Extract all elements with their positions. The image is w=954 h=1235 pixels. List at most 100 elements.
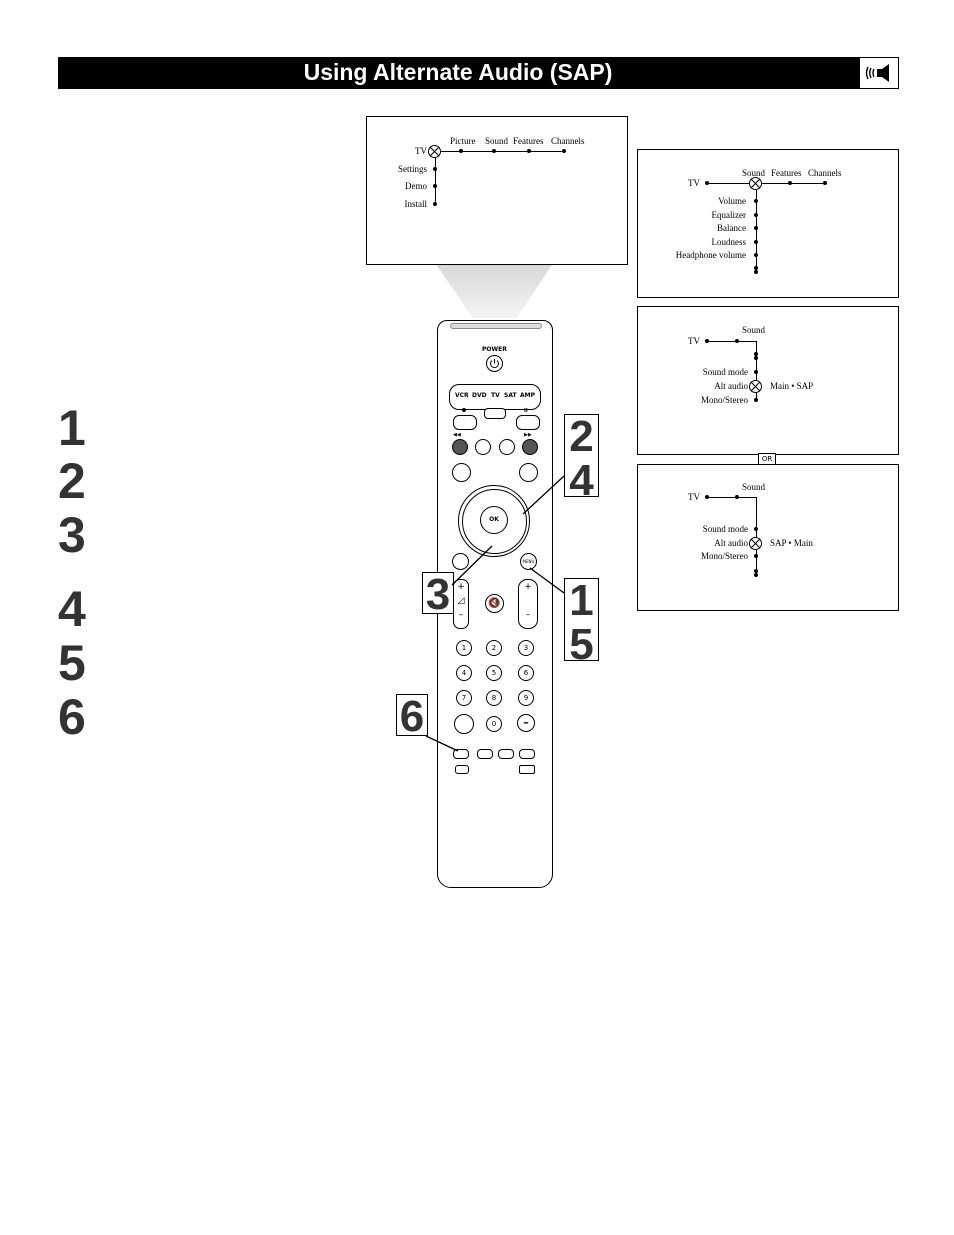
or-label: OR bbox=[758, 453, 776, 466]
program-rocker[interactable]: +– bbox=[518, 579, 538, 629]
source-dvd[interactable]: DVD bbox=[472, 392, 487, 399]
step-number: 2 bbox=[58, 453, 86, 509]
digit-0-button[interactable]: 0 bbox=[486, 716, 502, 732]
rewind-button[interactable] bbox=[452, 439, 468, 455]
callout-digit: 5 bbox=[569, 620, 594, 669]
stop-button[interactable] bbox=[475, 439, 491, 455]
menu-header-sound: Sound bbox=[742, 482, 766, 492]
record-button[interactable] bbox=[453, 415, 477, 430]
tv-menu-screen-alt-audio-main: Sound TV Sound mode Alt audio Main • SAP… bbox=[637, 306, 899, 455]
menu-root-tv: TV bbox=[688, 492, 700, 502]
menu-item-mono-stereo: Mono/Stereo bbox=[701, 551, 748, 561]
digit-2-button[interactable]: 2 bbox=[486, 640, 502, 656]
menu-cursor-icon bbox=[749, 177, 762, 190]
tv-menu-screen-main: Picture Sound Features Channels TV Setti… bbox=[366, 116, 628, 265]
color-key-red[interactable] bbox=[453, 749, 469, 759]
menu-item-features: Features bbox=[771, 168, 802, 178]
menu-item-alt-audio: Alt audio bbox=[714, 538, 748, 548]
menu-root-tv: TV bbox=[415, 146, 427, 156]
step-number: 1 bbox=[58, 400, 86, 456]
pause-button[interactable] bbox=[516, 415, 540, 430]
callout-digit: 4 bbox=[569, 456, 594, 505]
navigation-inner-ring bbox=[462, 489, 527, 554]
step-number: 5 bbox=[58, 635, 86, 691]
digit-7-button[interactable]: 7 bbox=[456, 690, 472, 706]
menu-item-demo: Demo bbox=[405, 181, 427, 191]
navigation-ring[interactable] bbox=[458, 485, 530, 557]
remote-beam bbox=[435, 263, 553, 318]
section-header-bar: Using Alternate Audio (SAP) bbox=[58, 57, 899, 89]
menu-root-tv: TV bbox=[688, 336, 700, 346]
menu-item-sound-mode: Sound mode bbox=[702, 524, 748, 534]
callout-digit: 2 bbox=[569, 412, 594, 461]
round-button-bottom-left[interactable] bbox=[454, 714, 474, 734]
screen-format-button[interactable] bbox=[519, 765, 535, 774]
rewind-icon: ◀◀ bbox=[453, 432, 461, 438]
source-amp[interactable]: AMP bbox=[520, 392, 536, 399]
digit-1-button[interactable]: 1 bbox=[456, 640, 472, 656]
source-sat[interactable]: SAT bbox=[504, 392, 517, 399]
callout-step-6: 6 bbox=[396, 692, 428, 741]
dash-button[interactable]: – bbox=[517, 714, 535, 732]
power-button[interactable] bbox=[486, 355, 503, 372]
ir-window bbox=[450, 323, 542, 329]
menu-header-sound: Sound bbox=[742, 325, 766, 335]
digit-6-button[interactable]: 6 bbox=[518, 665, 534, 681]
callout-digit: 6 bbox=[399, 692, 425, 741]
remote-control: POWER VCR DVD TV SAT AMP II ◀◀ ▶▶ OK MEN… bbox=[437, 320, 553, 888]
mute-button[interactable]: 🔇 bbox=[485, 594, 504, 613]
menu-button[interactable]: MENU bbox=[520, 553, 537, 570]
info-button[interactable] bbox=[455, 765, 469, 774]
round-button-lower-left[interactable] bbox=[452, 553, 469, 570]
menu-cursor-icon bbox=[749, 380, 762, 393]
callout-digit: 3 bbox=[425, 570, 451, 619]
step-number: 3 bbox=[58, 507, 86, 563]
record-icon bbox=[462, 408, 466, 412]
menu-item-settings: Settings bbox=[397, 164, 427, 174]
digit-8-button[interactable]: 8 bbox=[486, 690, 502, 706]
callout-step-3: 3 bbox=[422, 570, 454, 619]
digit-9-button[interactable]: 9 bbox=[518, 690, 534, 706]
menu-item-alt-audio: Alt audio bbox=[714, 381, 748, 391]
power-icon bbox=[490, 359, 499, 369]
source-vcr[interactable]: VCR bbox=[455, 392, 469, 399]
menu-item-picture: Picture bbox=[450, 136, 476, 146]
color-key-blue[interactable] bbox=[519, 749, 535, 759]
select-button[interactable] bbox=[484, 408, 506, 419]
digit-4-button[interactable]: 4 bbox=[456, 665, 472, 681]
volume-rocker[interactable]: +◿– bbox=[453, 579, 469, 629]
play-button[interactable] bbox=[499, 439, 515, 455]
color-key-green[interactable] bbox=[477, 749, 493, 759]
menu-item-mono-stereo: Mono/Stereo bbox=[701, 395, 748, 405]
menu-item-equalizer: Equalizer bbox=[711, 210, 746, 220]
ok-button[interactable]: OK bbox=[480, 506, 508, 534]
fast-forward-icon: ▶▶ bbox=[524, 432, 532, 438]
digit-3-button[interactable]: 3 bbox=[518, 640, 534, 656]
menu-item-volume: Volume bbox=[718, 196, 746, 206]
menu-root-tv: TV bbox=[688, 178, 700, 188]
speaker-sound-icon bbox=[860, 58, 898, 88]
step-number: 6 bbox=[58, 689, 86, 745]
page-title: Using Alternate Audio (SAP) bbox=[303, 59, 613, 85]
menu-item-sound: Sound bbox=[485, 136, 509, 146]
power-label: POWER bbox=[482, 346, 507, 353]
menu-item-sound: Sound bbox=[742, 168, 766, 178]
menu-item-install: Install bbox=[404, 199, 428, 209]
source-tv[interactable]: TV bbox=[491, 392, 500, 399]
menu-item-channels: Channels bbox=[808, 168, 842, 178]
color-key-yellow[interactable] bbox=[498, 749, 514, 759]
round-button-right[interactable] bbox=[519, 463, 538, 482]
fast-forward-button[interactable] bbox=[522, 439, 538, 455]
menu-cursor-icon bbox=[428, 145, 441, 158]
alt-audio-value: Main • SAP bbox=[770, 381, 814, 391]
round-button-left[interactable] bbox=[452, 463, 471, 482]
step-number: 4 bbox=[58, 581, 86, 637]
menu-item-loudness: Loudness bbox=[711, 237, 747, 247]
menu-item-features: Features bbox=[513, 136, 544, 146]
callout-digit: 1 bbox=[569, 576, 594, 625]
digit-5-button[interactable]: 5 bbox=[486, 665, 502, 681]
menu-item-headphone-volume: Headphone volume bbox=[675, 250, 746, 260]
menu-item-balance: Balance bbox=[717, 223, 746, 233]
alt-audio-value: SAP • Main bbox=[770, 538, 813, 548]
